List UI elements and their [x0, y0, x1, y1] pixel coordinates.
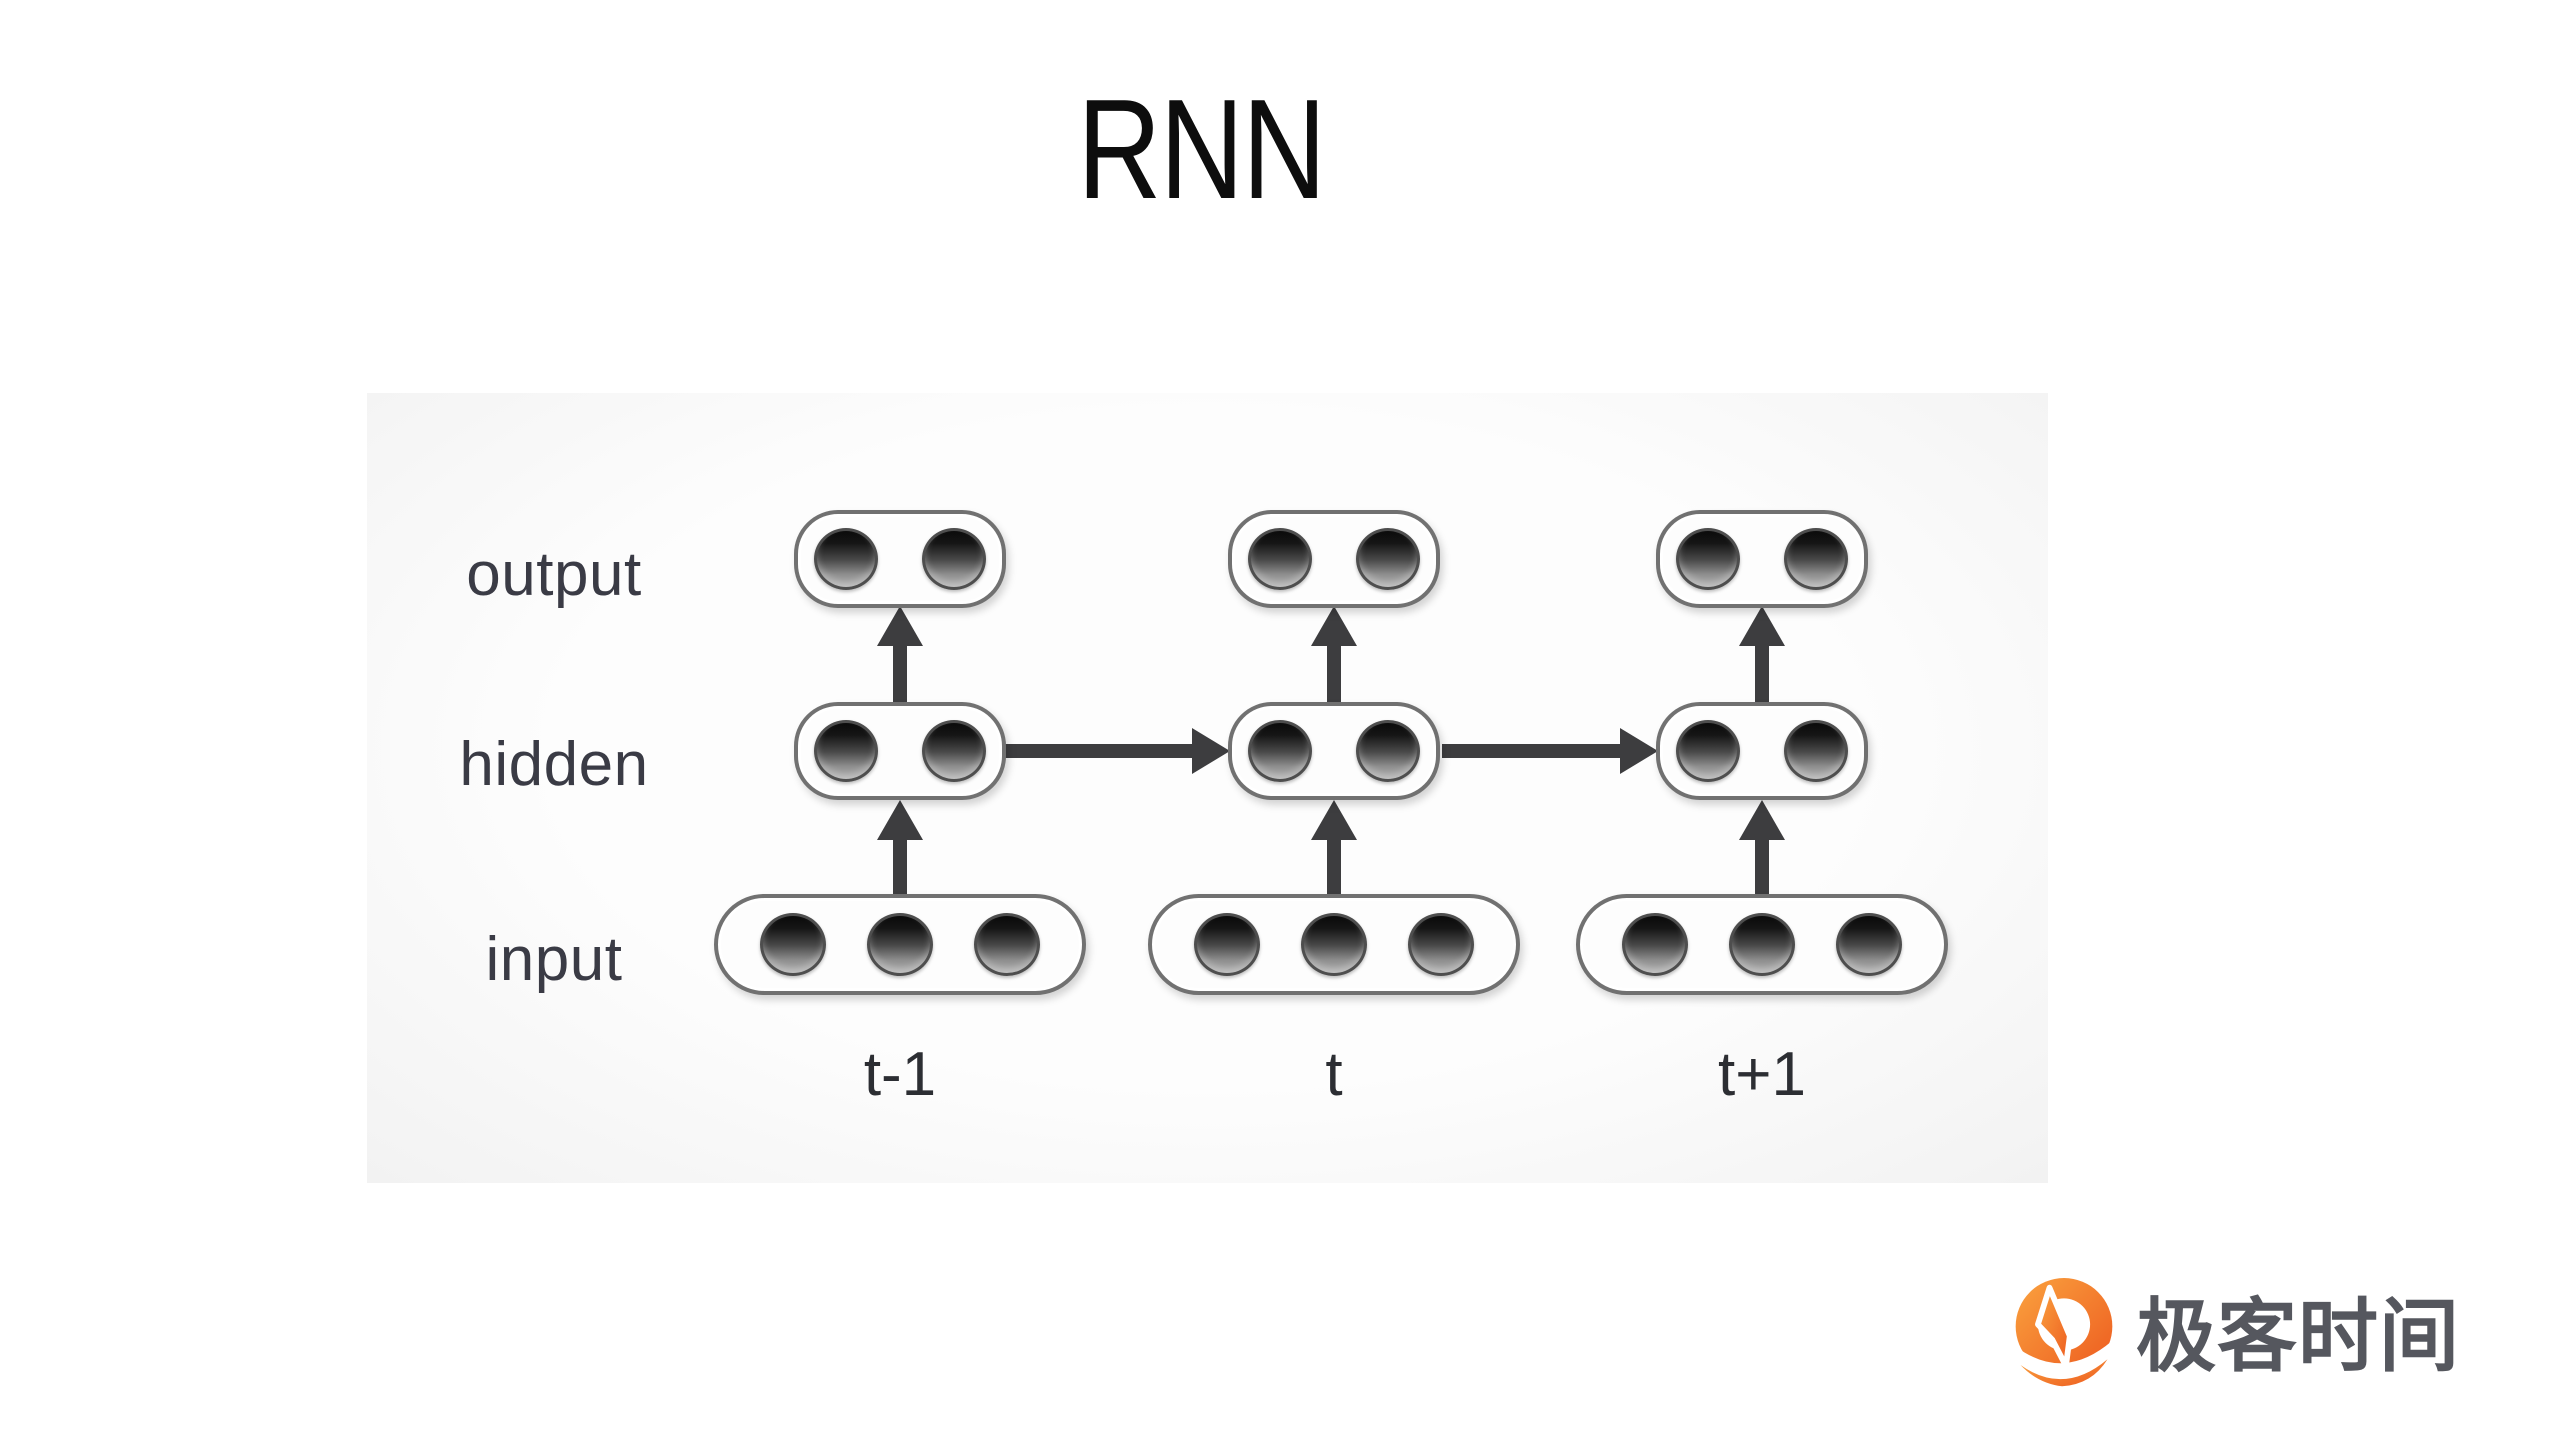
- row-label-input: input: [485, 925, 623, 994]
- input-cell-t-minus-1: [714, 894, 1086, 995]
- neuron: [1356, 720, 1420, 782]
- neuron: [1301, 913, 1367, 976]
- neuron: [922, 528, 986, 590]
- neuron: [1356, 528, 1420, 590]
- neuron: [922, 720, 986, 782]
- geektime-logo: 极客时间: [2006, 1276, 2460, 1398]
- time-label-t-plus-1: t+1: [1718, 1040, 1806, 1109]
- neuron: [1784, 720, 1848, 782]
- row-label-hidden: hidden: [459, 730, 649, 799]
- output-cell-t-plus-1: [1656, 510, 1868, 608]
- neuron: [1248, 720, 1312, 782]
- neuron: [1784, 528, 1848, 590]
- neuron: [1248, 528, 1312, 590]
- neuron: [1194, 913, 1260, 976]
- geektime-logo-icon: [2008, 1278, 2121, 1387]
- page-title: RNN: [1077, 70, 1326, 229]
- neuron: [1729, 913, 1795, 976]
- time-label-t-minus-1: t-1: [863, 1040, 937, 1109]
- output-cell-t-minus-1: [794, 510, 1006, 608]
- neuron: [867, 913, 933, 976]
- neuron: [1408, 913, 1474, 976]
- hidden-cell-t: [1228, 702, 1440, 800]
- neuron: [1622, 913, 1688, 976]
- neuron: [974, 913, 1040, 976]
- geektime-logo-text: 极客时间: [2136, 1292, 2460, 1381]
- neuron: [1676, 720, 1740, 782]
- output-cell-t: [1228, 510, 1440, 608]
- neuron: [814, 720, 878, 782]
- neuron: [814, 528, 878, 590]
- hidden-cell-t-minus-1: [794, 702, 1006, 800]
- input-cell-t: [1148, 894, 1520, 995]
- row-label-output: output: [466, 540, 642, 609]
- neuron: [1676, 528, 1740, 590]
- neuron: [760, 913, 826, 976]
- neuron: [1836, 913, 1902, 976]
- input-cell-t-plus-1: [1576, 894, 1948, 995]
- hidden-cell-t-plus-1: [1656, 702, 1868, 800]
- time-label-t: t: [1325, 1040, 1343, 1109]
